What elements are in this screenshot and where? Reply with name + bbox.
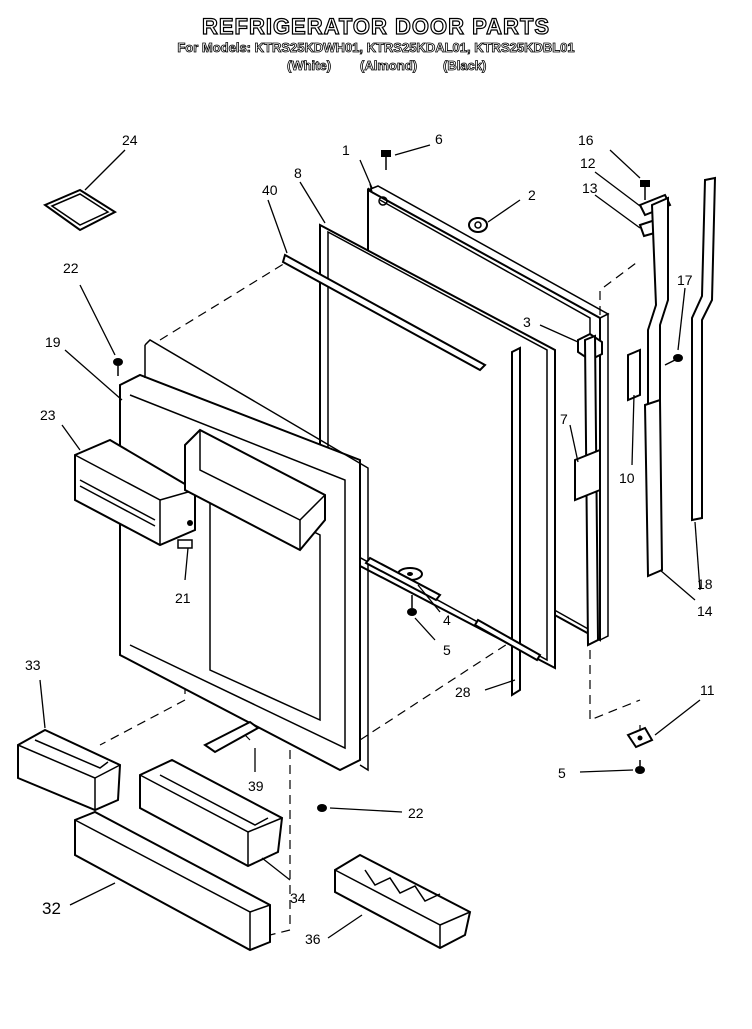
callout-34: 34 [290,890,306,906]
callout-17: 17 [677,272,693,288]
color-black: (Black) [443,58,487,74]
color-white: (White) [287,58,332,74]
callout-16: 16 [578,132,594,148]
callout-19: 19 [45,334,61,350]
part-breaker-strip-side [473,346,542,697]
callout-22-bottom: 22 [408,805,424,821]
color-almond: (Almond) [360,58,418,74]
part-door-liner [119,339,369,772]
part-bin-divider [203,720,260,754]
part-dairy-compartment [184,428,326,552]
callout-7: 7 [560,411,568,427]
callout-13: 13 [582,180,598,196]
part-handle-trim [691,176,717,522]
part-screw-door-bottom [317,804,327,812]
callout-40: 40 [262,182,278,198]
part-can-rack [334,853,472,950]
part-door-bin-small [17,728,122,812]
callout-33: 33 [25,657,41,673]
callout-11: 11 [700,682,715,698]
part-handle-lower [643,398,664,578]
part-bottom-hinge [626,726,654,749]
callout-36: 36 [305,931,321,947]
part-door-bin-large [139,758,284,868]
callout-21: 21 [175,590,191,606]
callout-8: 8 [294,165,302,181]
callout-24: 24 [122,132,138,148]
callout-39: 39 [248,778,264,794]
part-door-gasket [319,223,556,670]
callout-1: 1 [342,142,350,158]
part-screw-handle [664,354,683,366]
callout-2: 2 [528,187,536,203]
part-breaker-strip-top [281,253,487,372]
part-screw-bottom-right [635,760,645,774]
model-list: For Models: KTRS25KDWH01, KTRS25KDAL01, … [177,40,575,56]
leader-lines [39,144,701,939]
part-side-bracket [574,334,601,647]
callout-3: 3 [523,314,531,330]
part-hinge-small [177,520,193,549]
callout-12: 12 [580,155,596,171]
page-title: REFRIGERATOR DOOR PARTS [201,13,551,39]
callout-6: 6 [435,131,443,147]
part-screw-top [381,150,391,170]
diagram-header: REFRIGERATOR DOOR PARTS For Models: KTRS… [0,13,752,56]
callout-28: 28 [455,684,471,700]
part-screw-left [113,358,123,376]
part-handle-insert [627,348,641,402]
callout-22-top: 22 [63,260,79,276]
callout-4: 4 [443,612,451,628]
callout-labels: 1 2 3 4 5 5 6 7 8 10 11 12 13 14 16 17 1… [25,131,715,947]
callout-5-right: 5 [558,765,566,781]
part-bin-front [74,810,271,952]
part-dairy-door [74,438,196,547]
callout-18: 18 [697,576,713,592]
callout-23: 23 [40,407,56,423]
part-plug [468,217,488,233]
callout-5-left: 5 [443,642,451,658]
callout-14: 14 [697,603,713,619]
callout-10: 10 [619,470,635,486]
part-cover [42,188,118,232]
callout-32: 32 [42,899,61,918]
part-screw-bottom-left [407,595,417,616]
